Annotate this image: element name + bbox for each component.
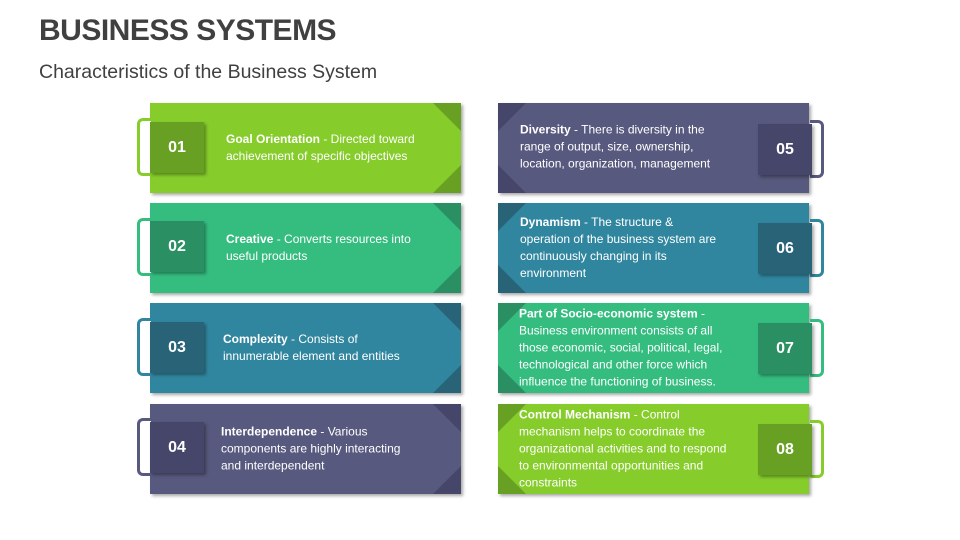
card-text: Complexity - Consists of innumerable ele… [223, 331, 421, 365]
card-text: Diversity - There is diversity in the ra… [520, 122, 725, 173]
bracket [810, 319, 824, 377]
card-term: Dynamism [520, 215, 581, 229]
card-diversity: Diversity - There is diversity in the ra… [498, 103, 809, 193]
card-desc: - Control mechanism helps to coordinate … [519, 407, 727, 490]
corner-decoration [498, 466, 526, 494]
corner-decoration [498, 303, 526, 331]
card-text: Dynamism - The structure & operation of … [520, 214, 725, 282]
number-badge: 01 [150, 122, 204, 173]
corner-decoration [498, 265, 526, 293]
card-desc: - Converts resources into useful product… [226, 232, 411, 263]
card-desc: - There is diversity in the range of out… [520, 122, 711, 171]
card-text: Creative - Converts resources into usefu… [226, 231, 421, 265]
corner-decoration [498, 165, 526, 193]
corner-decoration [433, 404, 461, 432]
number-badge: 04 [150, 422, 204, 473]
corner-decoration [433, 165, 461, 193]
card-term: Part of Socio-economic system [519, 306, 698, 321]
card-text: Goal Orientation - Directed toward achie… [226, 131, 421, 165]
bracket [137, 118, 151, 176]
card-text: Interdependence - Various components are… [221, 424, 421, 475]
page-subtitle: Characteristics of the Business System [39, 61, 378, 83]
card-goal-orientation: Goal Orientation - Directed toward achie… [150, 103, 461, 193]
bracket [137, 318, 151, 376]
card-term: Diversity [520, 122, 571, 137]
card-term: Complexity [223, 332, 288, 346]
bracket [137, 418, 151, 476]
corner-decoration [433, 103, 461, 131]
bracket [810, 219, 824, 277]
number-badge: 07 [758, 323, 812, 374]
bracket [137, 218, 151, 276]
number-badge: 02 [150, 221, 204, 272]
number-badge: 08 [758, 424, 812, 475]
corner-decoration [433, 365, 461, 393]
corner-decoration [433, 466, 461, 494]
corner-decoration [498, 103, 526, 131]
card-socio-economic: Part of Socio-economic system - Business… [498, 303, 809, 393]
card-desc: - Consists of innumerable element and en… [223, 332, 400, 363]
card-term: Interdependence [221, 424, 318, 439]
card-desc: - The structure & operation of the busin… [520, 215, 717, 280]
corner-decoration [433, 265, 461, 293]
number-badge: 05 [758, 124, 812, 175]
corner-decoration [433, 303, 461, 331]
card-text: Control Mechanism - Control mechanism he… [519, 407, 739, 492]
page-title: BUSINESS SYSTEMS [39, 14, 337, 47]
card-desc: - Business environment consists of all t… [519, 306, 723, 389]
card-desc: - Directed toward achievement of specifi… [226, 132, 415, 163]
card-term: Creative [226, 232, 274, 246]
card-desc: - Various components are highly interact… [221, 424, 401, 473]
corner-decoration [433, 203, 461, 231]
card-control-mechanism: Control Mechanism - Control mechanism he… [498, 404, 809, 494]
corner-decoration [498, 365, 526, 393]
number-badge: 03 [150, 322, 204, 373]
card-term: Control Mechanism [519, 407, 631, 422]
corner-decoration [498, 404, 526, 432]
corner-decoration [498, 203, 526, 231]
card-term: Goal Orientation [226, 132, 321, 146]
bracket [810, 120, 824, 178]
card-text: Part of Socio-economic system - Business… [519, 306, 739, 391]
number-badge: 06 [758, 223, 812, 274]
card-dynamism: Dynamism - The structure & operation of … [498, 203, 809, 293]
bracket [810, 420, 824, 478]
